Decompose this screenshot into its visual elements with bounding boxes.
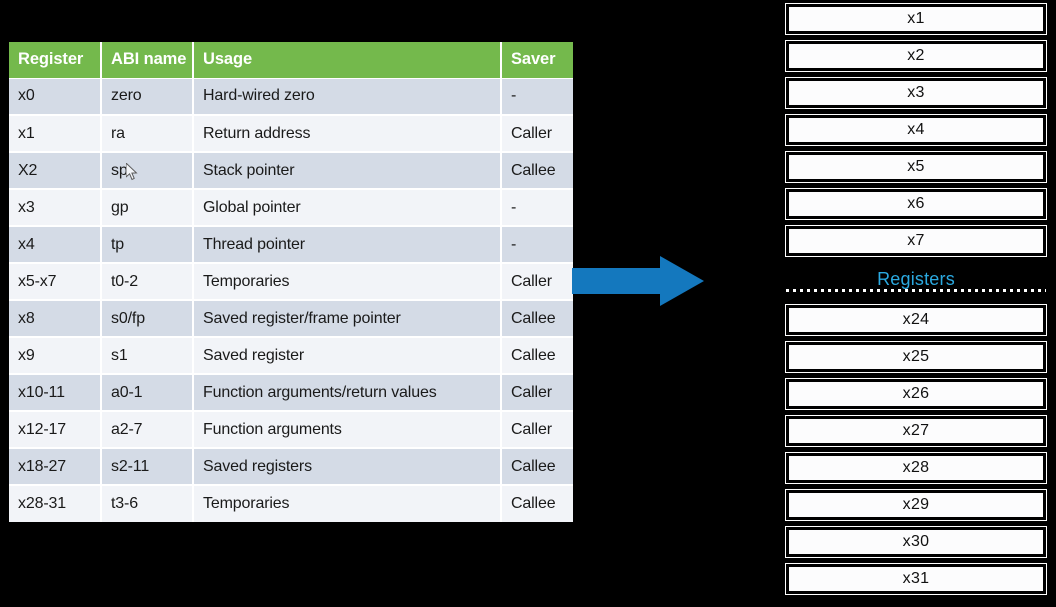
- column-header-abi-name: ABI name: [101, 42, 194, 79]
- cell-saver: Callee: [501, 485, 573, 522]
- register-box: x4: [785, 114, 1047, 146]
- register-box: x2: [785, 40, 1047, 72]
- cell-usage: Saved register/frame pointer: [193, 300, 502, 338]
- cell-abi-name: zero: [101, 78, 194, 116]
- cell-abi-name: gp: [101, 189, 194, 227]
- cell-register: X2: [9, 152, 102, 190]
- cell-register: x9: [9, 337, 102, 375]
- register-box: x7: [785, 225, 1047, 257]
- register-box: x30: [785, 526, 1047, 558]
- cell-saver: Callee: [501, 300, 573, 338]
- cell-register: x10-11: [9, 374, 102, 412]
- cell-usage: Temporaries: [193, 263, 502, 301]
- cell-abi-name: s1: [101, 337, 194, 375]
- cell-usage: Saved registers: [193, 448, 502, 486]
- cell-saver: Caller: [501, 263, 573, 301]
- dotted-separator-line: [786, 289, 1046, 292]
- cell-abi-name: s2-11: [101, 448, 194, 486]
- cell-register: x3: [9, 189, 102, 227]
- cell-register: x0: [9, 78, 102, 116]
- cell-register: x8: [9, 300, 102, 338]
- register-box: x27: [785, 415, 1047, 447]
- cell-register: x18-27: [9, 448, 102, 486]
- cell-saver: -: [501, 78, 573, 116]
- cell-usage: Stack pointer: [193, 152, 502, 190]
- cell-usage: Saved register: [193, 337, 502, 375]
- cell-abi-name: t3-6: [101, 485, 194, 522]
- register-boxes-top: x1 x2 x3 x4 x5 x6 x7: [785, 3, 1048, 257]
- cell-saver: Caller: [501, 374, 573, 412]
- cell-usage: Global pointer: [193, 189, 502, 227]
- cell-register: x5-x7: [9, 263, 102, 301]
- register-boxes-bottom: x24 x25 x26 x27 x28 x29 x30 x31: [785, 304, 1048, 595]
- cell-usage: Function arguments: [193, 411, 502, 449]
- cell-usage: Function arguments/return values: [193, 374, 502, 412]
- column-header-saver: Saver: [501, 42, 573, 79]
- register-file-label: Registers: [877, 269, 955, 289]
- register-box: x29: [785, 489, 1047, 521]
- register-box: x5: [785, 151, 1047, 183]
- cell-saver: Caller: [501, 115, 573, 153]
- cell-saver: -: [501, 189, 573, 227]
- cell-abi-name: t0-2: [101, 263, 194, 301]
- cell-abi-name: s0/fp: [101, 300, 194, 338]
- cell-usage: Temporaries: [193, 485, 502, 522]
- cell-saver: Caller: [501, 411, 573, 449]
- register-box: x1: [785, 3, 1047, 35]
- register-box: x3: [785, 77, 1047, 109]
- right-arrow-icon: [572, 256, 704, 306]
- cell-usage: Thread pointer: [193, 226, 502, 264]
- cell-usage: Hard-wired zero: [193, 78, 502, 116]
- table-header-row: Register ABI name Usage Saver: [9, 42, 573, 79]
- cell-usage: Return address: [193, 115, 502, 153]
- cell-saver: -: [501, 226, 573, 264]
- cell-saver: Callee: [501, 448, 573, 486]
- register-box: x31: [785, 563, 1047, 595]
- cell-saver: Callee: [501, 152, 573, 190]
- column-header-usage: Usage: [193, 42, 502, 79]
- register-box: x24: [785, 304, 1047, 336]
- cell-abi-name: ra: [101, 115, 194, 153]
- register-box: x26: [785, 378, 1047, 410]
- cell-saver: Callee: [501, 337, 573, 375]
- cell-abi-name: a2-7: [101, 411, 194, 449]
- register-box: x25: [785, 341, 1047, 373]
- register-box: x6: [785, 188, 1047, 220]
- register-file-panel: x1 x2 x3 x4 x5 x6 x7 Registers x24 x25 x26 x27 x28…: [785, 3, 1048, 604]
- cell-register: x12-17: [9, 411, 102, 449]
- register-file-divider: Registers: [786, 263, 1046, 301]
- column-header-register: Register: [9, 42, 102, 79]
- cell-register: x1: [9, 115, 102, 153]
- cell-abi-name: a0-1: [101, 374, 194, 412]
- cell-register: x4: [9, 226, 102, 264]
- cell-abi-name: sp: [101, 152, 194, 190]
- cell-register: x28-31: [9, 485, 102, 522]
- register-box: x28: [785, 452, 1047, 484]
- cell-abi-name: tp: [101, 226, 194, 264]
